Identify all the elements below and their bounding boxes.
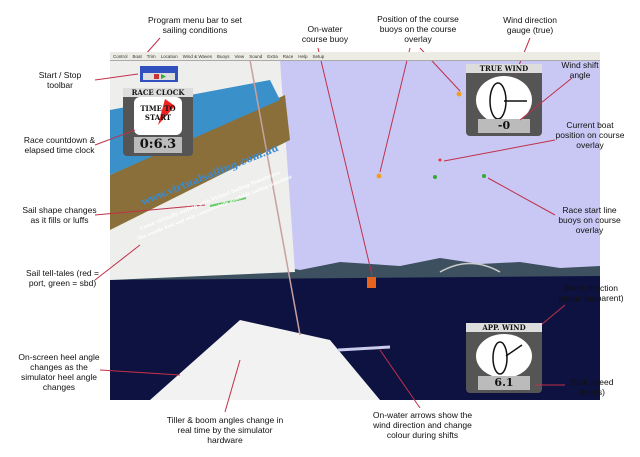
label-start-line: Race start line buoys on course overlay [558,205,621,235]
menu-race[interactable]: Race [282,54,294,59]
menu-sound[interactable]: Sound [249,54,263,59]
label-race-clock: Race countdown & elapsed time clock [23,135,96,155]
clock-readout [134,137,182,153]
overlay-buoy [376,173,382,179]
race-clock-time: 0:6.3 [139,137,177,152]
wind-arrow [337,345,391,352]
label-true-wind: Wind direction gauge (true) [503,15,557,35]
menu-trim[interactable]: Trim [146,54,156,59]
label-arrows: On-water arrows show the wind direction … [372,410,473,440]
sail-banner [110,95,290,230]
harbour-bridge [439,262,501,273]
label-telltales: Sail tell-tales (red = port, green = sbd… [26,268,99,288]
menu-wind-waves[interactable]: Wind & Waves [182,54,212,59]
label-heel: On-screen heel angle changes as the simu… [18,352,100,392]
label-apparent-wind: Wind direction gauge (apparent) [558,283,624,303]
boat-speed: 6.1 [494,376,514,389]
course-buoy [367,277,376,288]
label-buoy-positions: Position of the course buoys on the cour… [377,14,459,44]
app-wind-title: APP. WIND [466,323,542,332]
gauge-face [476,76,532,124]
menu-boat[interactable]: Boat [132,54,142,59]
label-wind-shift: Wind shift angle [561,60,599,80]
race-clock-title: RACE CLOCK [123,88,193,97]
wind-needle [505,344,523,357]
gauge-face [476,334,532,378]
rigging [249,59,301,336]
label-boat-speed: Boat speed (knots) [570,377,614,397]
menu-extra[interactable]: Extra [267,54,278,59]
true-wind-title: TRUE WIND [466,64,542,73]
menu-help[interactable]: Help [298,54,308,59]
boat-icon [492,341,508,375]
menu-bar: Control Boat Trim Location Wind & Waves … [110,52,600,61]
race-clock-label: TIME TO START [140,104,176,122]
label-tiller: Tiller & boom angles change in real time… [166,415,284,445]
play-icon[interactable] [161,74,166,79]
menu-view[interactable]: View [234,54,245,59]
menu-control[interactable]: Control [113,54,128,59]
label-sail-shape: Sail shape changes as it fills or luffs [22,205,97,225]
label-toolbar: Start / Stop toolbar [38,70,82,90]
menu-location[interactable]: Location [160,54,178,59]
start-line-buoy [433,175,437,179]
menu-buoys[interactable]: Buoys [216,54,230,59]
boat-deck [150,320,380,400]
stop-icon[interactable] [154,74,159,79]
wind-shift-angle: -0 [497,119,511,132]
tell-tale-green [209,197,247,207]
overlay-buoy [456,91,462,97]
menu-setup[interactable]: Setup [312,54,325,59]
start-line-buoy [482,174,486,178]
label-menu-bar: Program menu bar to set sailing conditio… [147,15,242,35]
gauge-readout [478,376,530,390]
gauge-readout [478,119,530,133]
label-boat-position: Current boat position on course overlay [555,120,625,150]
countdown-sector [158,99,175,125]
boat-position-marker [438,158,442,162]
label-course-buoy: On-water course buoy [301,24,349,44]
